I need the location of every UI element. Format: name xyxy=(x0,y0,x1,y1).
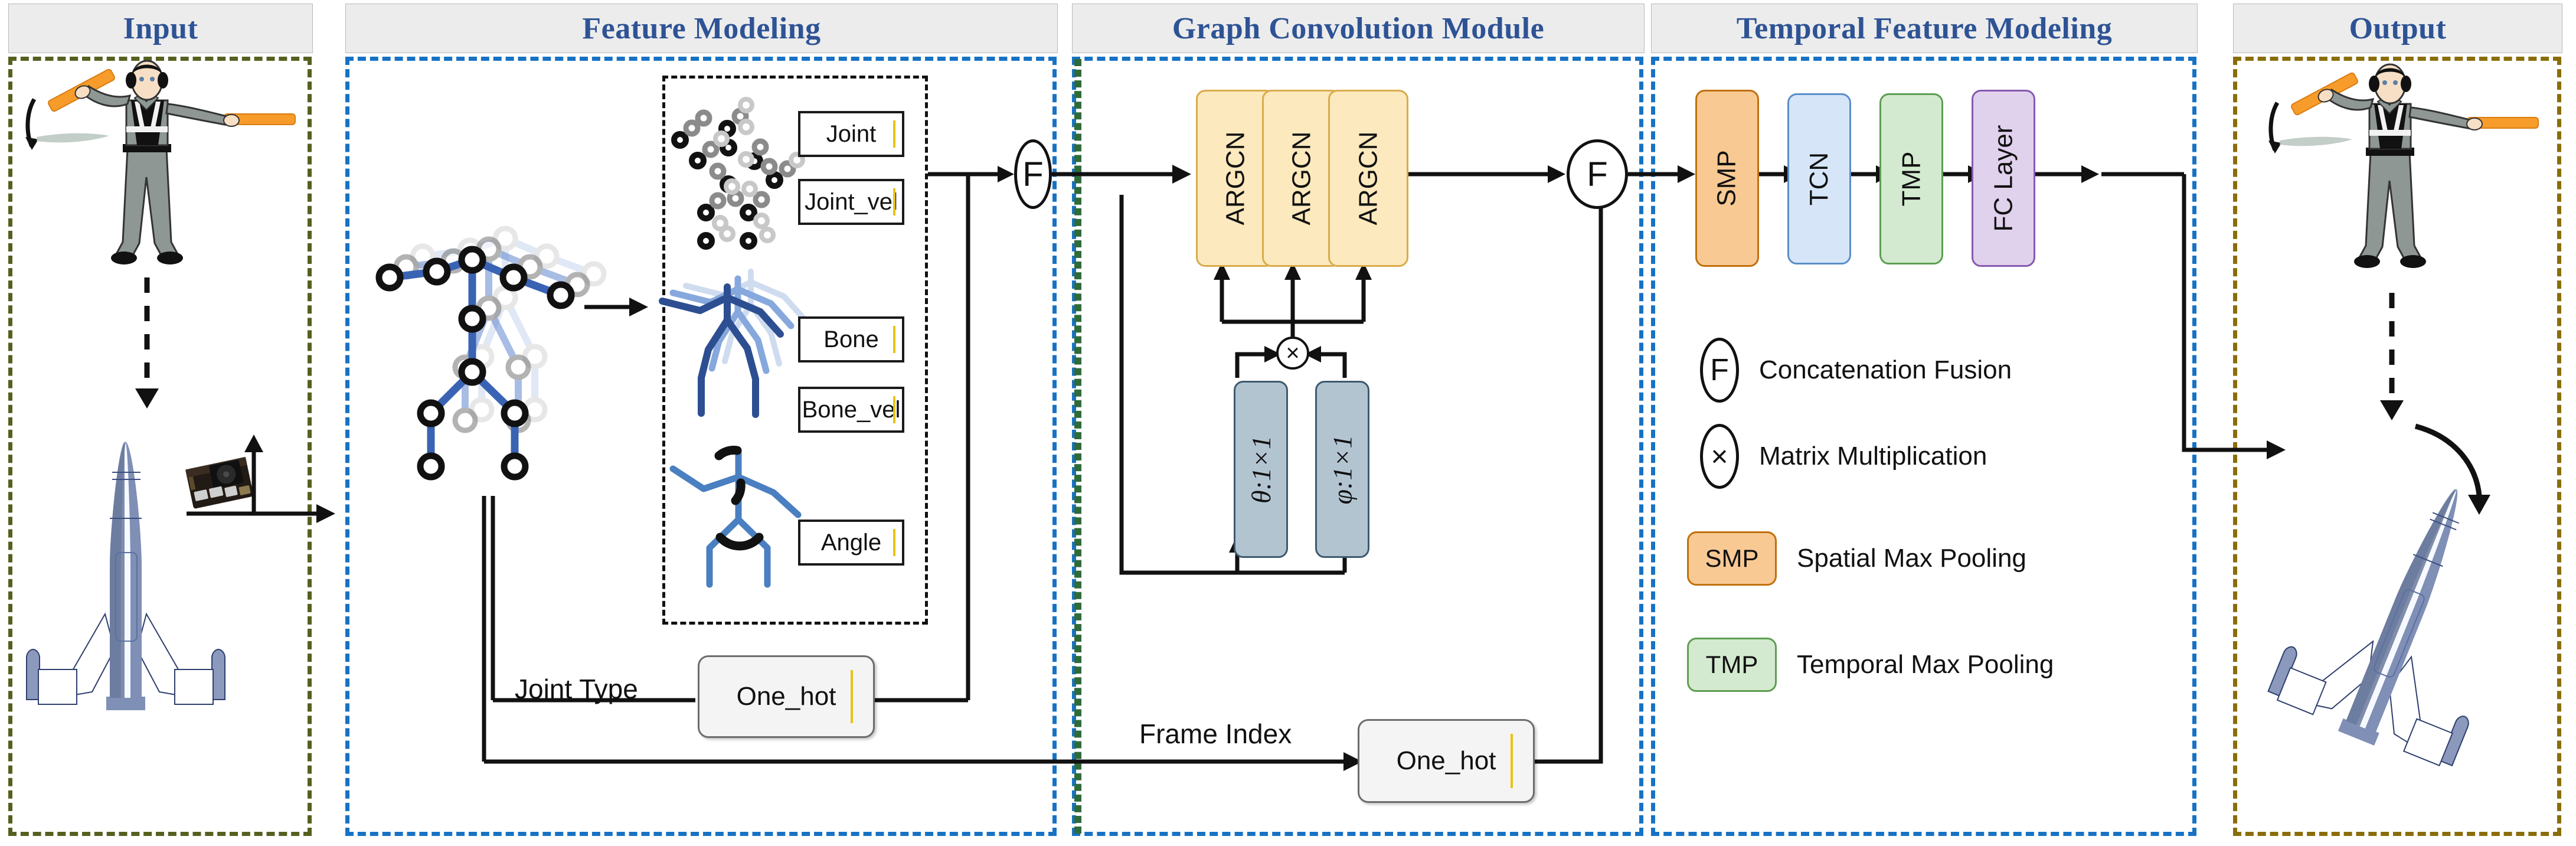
temporal-block-tcn[interactable]: TCN xyxy=(1787,93,1851,264)
panel-body-feature-modeling xyxy=(345,57,1057,836)
joint-type-label: Joint Type xyxy=(515,674,638,704)
frame-index-label: Frame Index xyxy=(1139,718,1292,749)
feature-box-joint-vel[interactable]: Joint_vel xyxy=(798,179,904,225)
legend-label-matrix-multiplication: Matrix Multiplication xyxy=(1759,442,1987,471)
box-cursor-mark xyxy=(1511,734,1513,788)
legend-row-temporal-max-pooling: TMP Temporal Max Pooling xyxy=(1687,638,2054,692)
fusion-circle-graph: F xyxy=(1567,139,1628,209)
matmul-circle: × xyxy=(1276,337,1309,370)
panel-body-input xyxy=(8,57,312,836)
panel-title-input: Input xyxy=(8,4,313,53)
feature-box-joint[interactable]: Joint xyxy=(798,111,904,157)
legend-label-temporal-max-pooling: Temporal Max Pooling xyxy=(1797,650,2054,679)
legend-label-spatial-max-pooling: Spatial Max Pooling xyxy=(1797,544,2026,573)
feature-box-bone-vel[interactable]: Bone_vel xyxy=(798,387,904,433)
legend-tmp-chip: TMP xyxy=(1687,638,1777,692)
legend-label-concatenation-fusion: Concatenation Fusion xyxy=(1759,355,2012,384)
legend-row-matrix-multiplication: × Matrix Multiplication xyxy=(1700,424,1987,489)
legend-row-spatial-max-pooling: SMP Spatial Max Pooling xyxy=(1687,531,2026,586)
panel-body-graph-convolution xyxy=(1072,57,1643,836)
projection-block-phi[interactable]: φ:1×1 xyxy=(1315,381,1369,558)
legend-row-concatenation-fusion: F Concatenation Fusion xyxy=(1700,338,2012,403)
argcn-block-2[interactable]: ARGCN xyxy=(1262,90,1341,267)
box-cursor-mark xyxy=(851,670,853,723)
panel-title-output: Output xyxy=(2233,4,2562,53)
argcn-block-3[interactable]: ARGCN xyxy=(1328,90,1408,267)
panel-title-graph-convolution: Graph Convolution Module xyxy=(1072,4,1645,53)
feature-box-bone[interactable]: Bone xyxy=(798,316,904,362)
box-cursor-mark xyxy=(893,396,895,423)
feature-box-angle[interactable]: Angle xyxy=(798,520,904,566)
panel-title-feature-modeling: Feature Modeling xyxy=(345,4,1058,53)
legend-smp-chip: SMP xyxy=(1687,531,1777,586)
temporal-block-smp[interactable]: SMP xyxy=(1695,90,1759,267)
panel-title-temporal-feature: Temporal Feature Modeling xyxy=(1651,4,2198,53)
projection-block-theta[interactable]: θ:1×1 xyxy=(1234,381,1288,558)
box-cursor-mark xyxy=(893,120,895,148)
fusion-circle-feature: F xyxy=(1014,139,1052,209)
graph-module-inner-box xyxy=(1074,59,1081,834)
temporal-block-fc-layer[interactable]: FC Layer xyxy=(1972,90,2035,267)
box-cursor-mark xyxy=(893,326,895,353)
frame-index-onehot-box[interactable]: One_hot xyxy=(1358,719,1535,803)
box-cursor-mark xyxy=(893,529,895,556)
legend-fusion-icon: F xyxy=(1700,338,1739,403)
panel-body-output xyxy=(2233,57,2561,836)
box-cursor-mark xyxy=(893,188,895,215)
joint-type-onehot-box[interactable]: One_hot xyxy=(698,655,875,738)
legend-matmul-icon: × xyxy=(1700,424,1739,489)
temporal-block-tmp[interactable]: TMP xyxy=(1879,93,1943,264)
